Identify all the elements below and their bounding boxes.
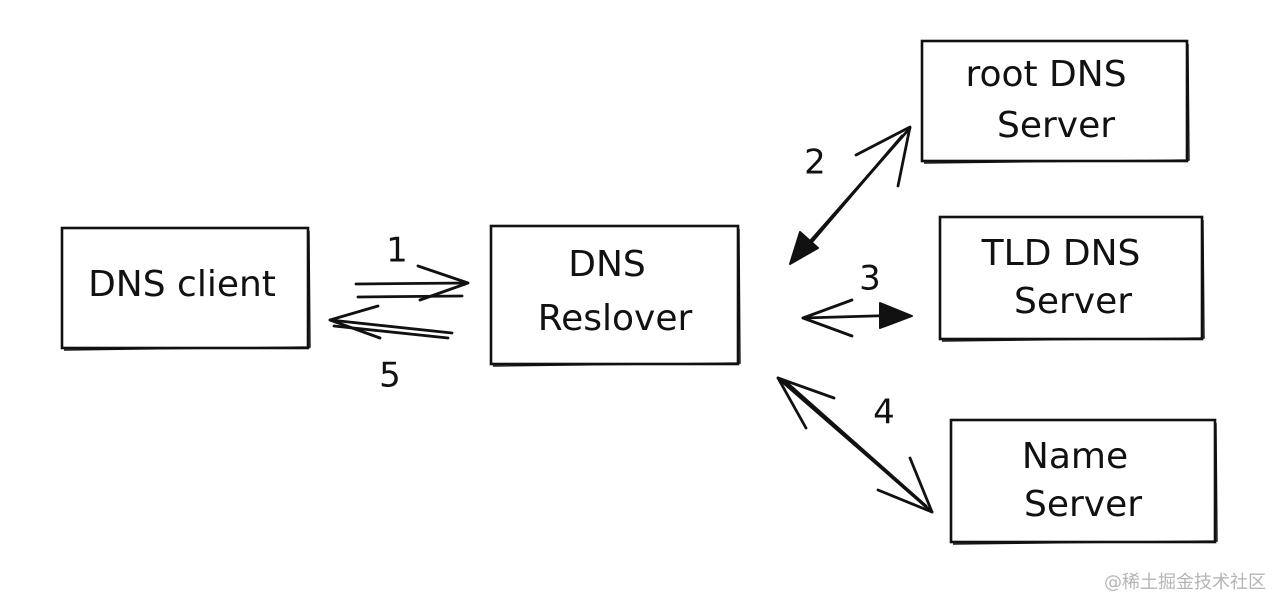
- root-dns-server-node[interactable]: root DNS Server: [920, 39, 1190, 164]
- root-dns-server-label-line1: root DNS: [965, 54, 1126, 95]
- dns-client-box: [60, 226, 310, 350]
- edge-5-arrowhead: [328, 304, 382, 340]
- step-5-label: 5: [379, 356, 401, 396]
- edge-1-line-sketch: [356, 294, 464, 299]
- dns-resolver-box: [489, 224, 740, 366]
- dns-resolver-label-line2: Reslover: [538, 298, 693, 339]
- tld-dns-server-label-line2: Server: [1014, 281, 1132, 322]
- name-server-box: [949, 418, 1217, 544]
- step-3-label: 3: [859, 259, 881, 299]
- edge-4-line-sketch: [784, 380, 928, 508]
- edge-4-arrowhead-nameserver: [876, 456, 934, 514]
- step-1-label: 1: [386, 231, 408, 271]
- name-server-box-sketch: [952, 422, 1218, 545]
- edge-client-to-resolver: [354, 264, 470, 302]
- dns-resolver-label-line1: DNS: [568, 244, 646, 285]
- edge-resolver-to-client: [328, 304, 454, 340]
- name-server-node[interactable]: Name Server: [949, 418, 1218, 545]
- edge-3-arrowhead-tld: [879, 302, 913, 329]
- watermark-text: @稀土掘金技术社区: [1104, 572, 1266, 593]
- dns-resolver-node[interactable]: DNS Reslover: [489, 224, 741, 367]
- root-dns-server-box: [920, 39, 1189, 163]
- name-server-label-line2: Server: [1024, 484, 1142, 525]
- edge-1-line: [354, 281, 468, 286]
- root-dns-server-box-sketch: [923, 43, 1190, 164]
- dns-client-label: DNS client: [88, 264, 276, 305]
- dns-resolver-box-sketch: [492, 228, 741, 367]
- tld-dns-server-node[interactable]: TLD DNS Server: [938, 215, 1205, 342]
- tld-dns-server-box-sketch: [941, 219, 1205, 342]
- edge-3-arrowhead-resolver: [801, 298, 854, 338]
- name-server-label-line1: Name: [1022, 436, 1128, 477]
- edge-resolver-root: [789, 125, 912, 265]
- edge-resolver-tld: [801, 298, 913, 338]
- step-2-label: 2: [804, 143, 826, 183]
- dns-client-box-sketch: [63, 230, 311, 351]
- edge-2-arrowhead-root: [854, 125, 912, 188]
- edge-2-arrowhead-resolver: [789, 231, 819, 265]
- dns-client-node[interactable]: DNS client: [60, 226, 311, 351]
- edge-5-line: [328, 318, 454, 335]
- edge-1-arrowhead: [416, 264, 470, 302]
- edge-resolver-nameserver: [776, 376, 934, 514]
- root-dns-server-label-line2: Server: [997, 105, 1115, 146]
- step-4-label: 4: [873, 393, 895, 433]
- tld-dns-server-label-line1: TLD DNS: [981, 233, 1141, 274]
- edge-2-line-sketch: [796, 134, 904, 260]
- edge-4-arrowhead-resolver: [776, 376, 836, 430]
